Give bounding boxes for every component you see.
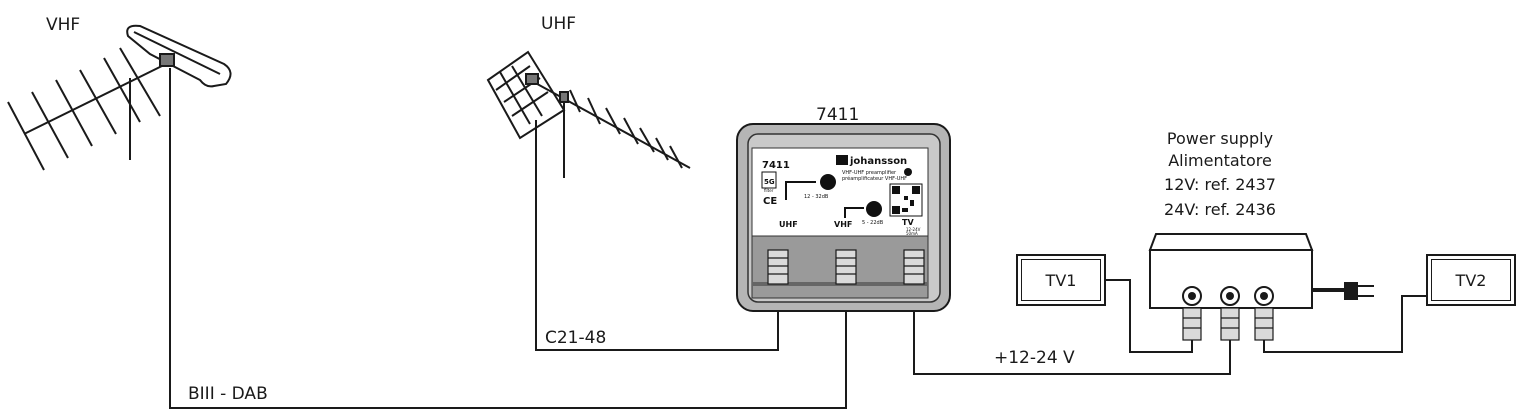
amplifier-title: 7411 xyxy=(816,105,859,125)
power-supply-unit xyxy=(1148,233,1374,341)
badge-5g-sub: filter xyxy=(764,188,774,193)
amplifier-desc-1: VHF-UHF preamplifier xyxy=(842,170,897,176)
uhf-cable xyxy=(535,120,779,351)
dc-cable-label: +12-24 V xyxy=(994,348,1075,368)
tv1-label: TV1 xyxy=(1045,270,1077,290)
power-supply-ref-24v: 24V: ref. 2436 xyxy=(1164,200,1276,219)
tv1-cable xyxy=(1104,279,1193,353)
tv-port-spec: 12-24V xyxy=(906,227,921,232)
amplifier-7411 xyxy=(736,123,951,312)
vhf-antenna-label: VHF xyxy=(46,15,80,35)
tv1-box: TV1 xyxy=(1016,254,1106,306)
tv2-label: TV2 xyxy=(1455,270,1487,290)
ce-mark: CE xyxy=(763,196,777,207)
badge-5g: 5G xyxy=(764,178,775,186)
power-supply-title-en: Power supply xyxy=(1166,129,1274,148)
dc-cable xyxy=(913,290,1231,375)
vhf-antenna xyxy=(7,24,232,171)
uhf-antenna xyxy=(486,50,691,178)
power-supply-ref-12v: 12V: ref. 2437 xyxy=(1164,175,1276,194)
tv2-box: TV2 xyxy=(1426,254,1516,306)
amplifier-brand: johansson xyxy=(849,156,907,167)
power-supply-title-it: Alimentatore xyxy=(1168,151,1272,170)
vhf-cable-label: BIII - DAB xyxy=(188,384,268,404)
uhf-antenna-label: UHF xyxy=(541,14,576,34)
tv-port-spec-2: 50mA xyxy=(906,231,918,236)
uhf-gain: 12 - 32dB xyxy=(804,194,829,200)
port-label-tv: TV xyxy=(902,218,914,227)
uhf-cable-label: C21-48 xyxy=(545,328,607,348)
port-label-uhf: UHF xyxy=(779,220,798,229)
vhf-gain: 5 - 22dB xyxy=(862,220,884,226)
port-label-vhf: VHF xyxy=(834,220,852,229)
amplifier-desc-2: préamplificateur VHF-UHF xyxy=(842,175,907,182)
tv2-cable xyxy=(1263,295,1426,353)
amplifier-panel-model: 7411 xyxy=(762,160,790,171)
vhf-cable xyxy=(169,68,847,409)
